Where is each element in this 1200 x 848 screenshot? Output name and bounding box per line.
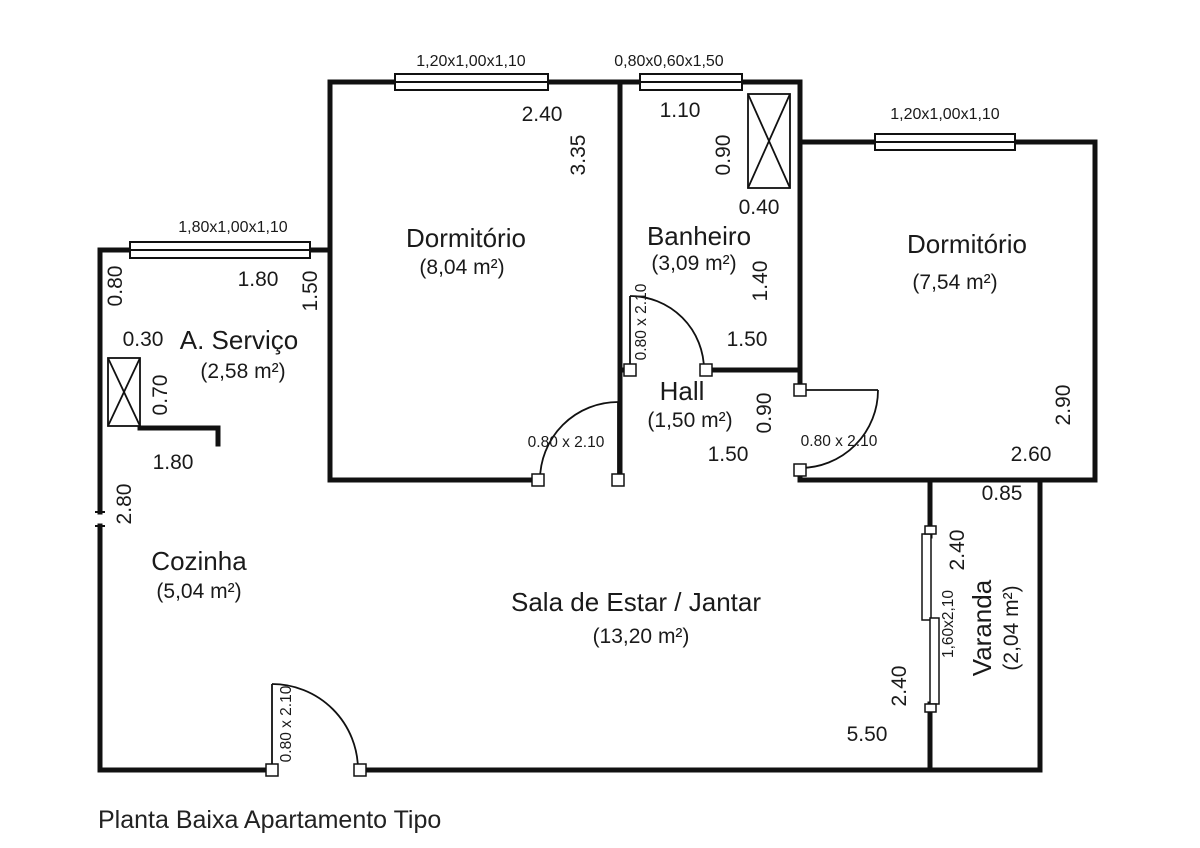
ducts	[107, 93, 791, 427]
dim-sala-depth-lower: 2.40	[888, 666, 911, 707]
room-dorm1-name: Dormitório	[406, 223, 526, 253]
door-jamb	[611, 473, 625, 487]
window-servico-label: 1,80x1,00x1,10	[178, 219, 288, 236]
door-jamb	[353, 763, 367, 777]
room-dorm2-area: (7,54 m²)	[912, 271, 997, 294]
sliding-door-stop	[924, 525, 937, 535]
room-servico-area: (2,58 m²)	[200, 360, 285, 383]
dim-banheiro-width: 1.10	[660, 99, 701, 122]
dim-servico-shaft-width: 0.30	[123, 328, 164, 351]
room-sala-area: (13,20 m²)	[593, 625, 690, 648]
room-dorm1-area: (8,04 m²)	[419, 256, 504, 279]
room-banheiro-name: Banheiro	[647, 221, 751, 251]
doors	[271, 295, 879, 771]
room-banheiro-area: (3,09 m²)	[651, 252, 736, 275]
door-labels: 0.80 x 2.10 0.80 x 2.10 0.80 x 2.10 0.80…	[278, 283, 957, 762]
dim-servico-depth: 1.50	[299, 271, 322, 312]
dim-servico-shaft-depth: 0.70	[149, 375, 172, 416]
door-dorm2-label: 0.80 x 2.10	[801, 433, 878, 450]
window-labels: 1,20x1,00x1,10 0,80x0,60x1,50 1,20x1,00x…	[178, 53, 1000, 236]
dim-banheiro-span: 1.50	[727, 328, 768, 351]
room-labels: Dormitório (8,04 m²) Banheiro (3,09 m²) …	[151, 221, 1027, 676]
dim-varanda-depth-upper: 2.40	[946, 530, 969, 571]
dim-servico-window-span: 1.80	[238, 268, 279, 291]
window-banheiro-label: 0,80x0,60x1,50	[614, 53, 724, 70]
door-banheiro-label: 0.80 x 2.10	[633, 283, 650, 360]
door-jamb	[793, 383, 807, 397]
door-jamb	[699, 363, 713, 377]
dim-dorm1-depth: 3.35	[567, 135, 590, 176]
door-swing-entrance	[271, 683, 359, 771]
dim-dorm2-depth: 2.90	[1052, 385, 1075, 426]
sliding-door-varanda	[921, 525, 940, 713]
dim-hall-length: 1.50	[708, 443, 749, 466]
dim-sala-width: 5.50	[847, 723, 888, 746]
windows	[129, 73, 1016, 259]
door-swing-banheiro	[629, 295, 705, 371]
dim-hall-width: 0.90	[753, 393, 776, 434]
room-servico-name: A. Serviço	[180, 325, 299, 355]
door-jamb	[531, 473, 545, 487]
window-dorm1-label: 1,20x1,00x1,10	[416, 53, 526, 70]
room-dorm2-name: Dormitório	[907, 229, 1027, 259]
dim-dorm2-width: 2.60	[1011, 443, 1052, 466]
dim-shaft-width: 0.40	[739, 196, 780, 219]
door-jambs	[265, 363, 807, 777]
sliding-door-leaf	[921, 533, 932, 621]
door-swing-dorm2	[799, 389, 879, 469]
window-dorm2-label: 1,20x1,00x1,10	[890, 106, 1000, 123]
door-varanda-label: 1,60x2,10	[940, 590, 957, 658]
door-entrance-label: 0.80 x 2.10	[278, 685, 295, 762]
duct-banheiro-hatch	[747, 93, 791, 189]
plan-title: Planta Baixa Apartamento Tipo	[98, 806, 441, 834]
door-swing-dorm1	[539, 401, 619, 481]
dim-dorm1-width: 2.40	[522, 103, 563, 126]
room-varanda-name: Varanda	[967, 579, 997, 676]
room-cozinha-area: (5,04 m²)	[156, 580, 241, 603]
room-sala-name: Sala de Estar / Jantar	[511, 587, 761, 617]
dim-kitchen-wall: 2.80	[113, 484, 136, 525]
sliding-door-leaf	[929, 617, 940, 705]
walls	[97, 79, 1098, 773]
dim-banheiro-depth-lower: 1.40	[749, 261, 772, 302]
dim-varanda-width: 0.85	[982, 482, 1023, 505]
room-cozinha-name: Cozinha	[151, 546, 247, 576]
dim-servico-opening: 1.80	[153, 451, 194, 474]
dim-banheiro-depth-upper: 0.90	[712, 135, 735, 176]
dim-servico-wall-left: 0.80	[104, 266, 127, 307]
room-hall-name: Hall	[660, 376, 705, 406]
room-hall-area: (1,50 m²)	[647, 409, 732, 432]
door-dorm1-label: 0.80 x 2.10	[528, 434, 605, 451]
duct-servico-hatch	[107, 357, 141, 427]
dimension-labels: 2.40 3.35 1.10 0.90 0.40 1.40 1.50 1.80 …	[104, 99, 1075, 746]
door-jamb	[265, 763, 279, 777]
door-jamb	[623, 363, 637, 377]
door-jamb	[793, 463, 807, 477]
sliding-door-stop	[924, 703, 937, 713]
wall-gap-caps	[95, 511, 105, 527]
room-varanda-area: (2,04 m²)	[1000, 585, 1023, 670]
